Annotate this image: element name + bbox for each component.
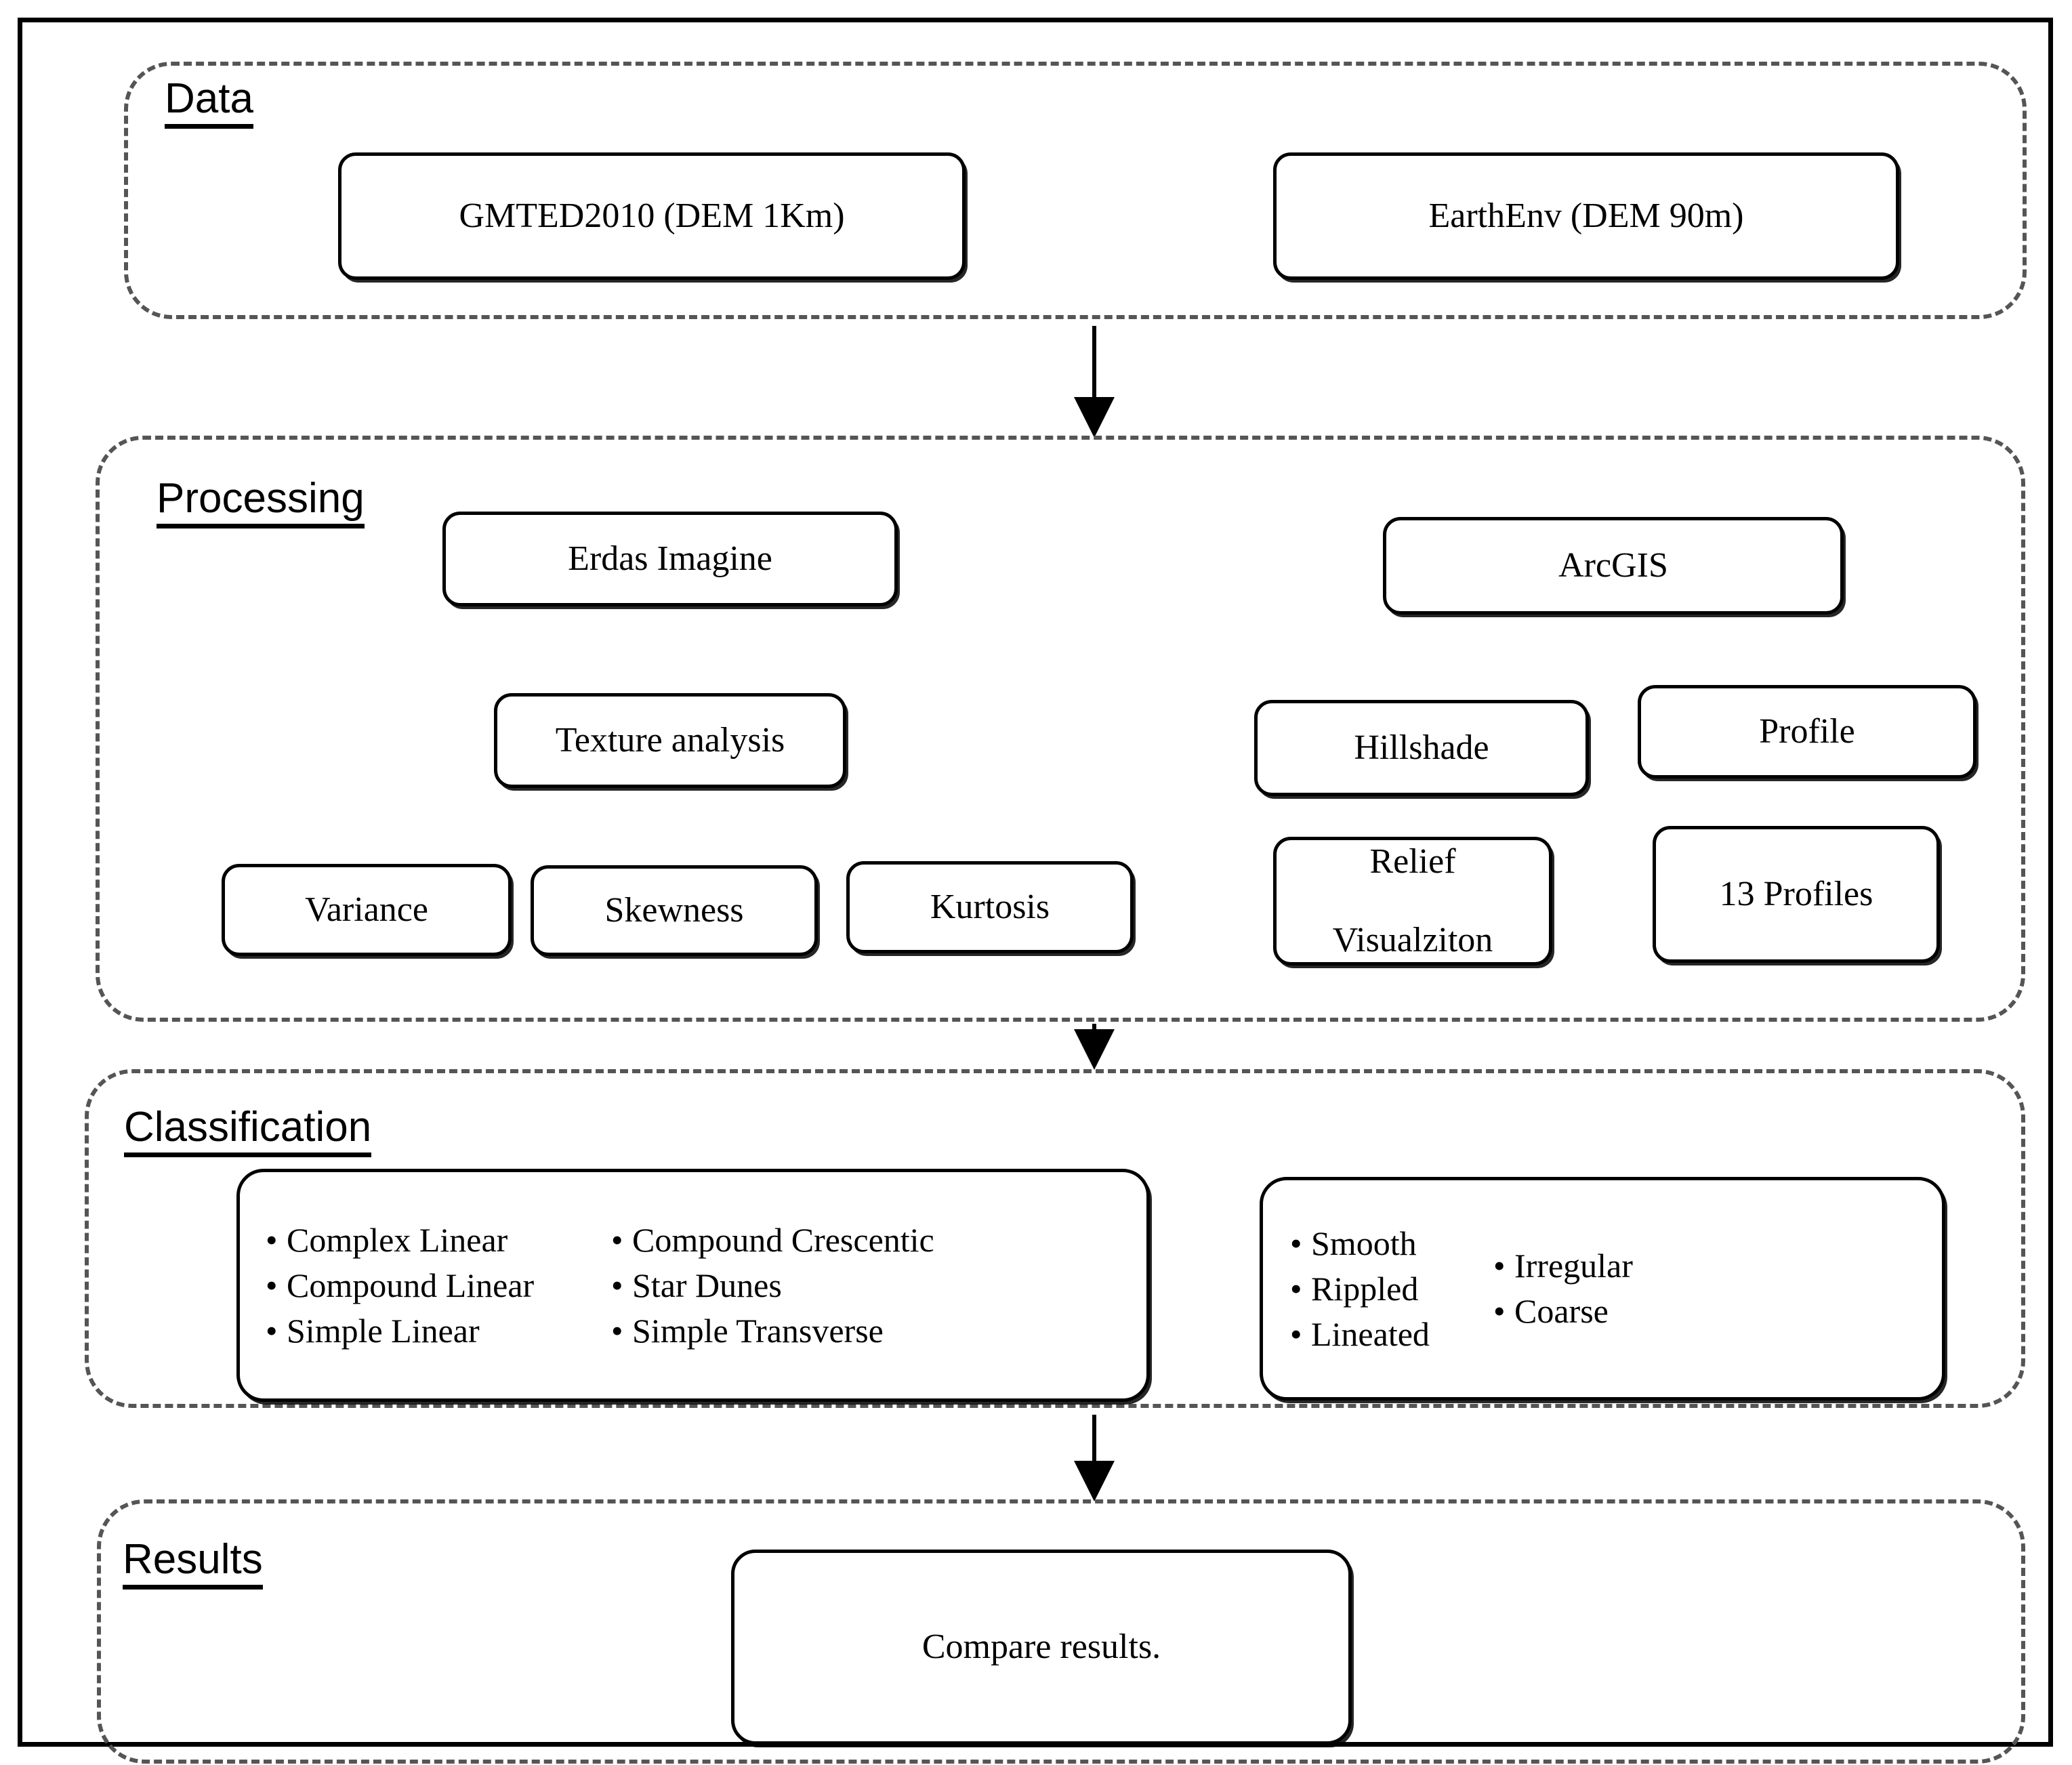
stage-title-data: Data [165, 78, 253, 129]
bullet-icon: • [266, 1266, 278, 1304]
node-texture-analysis-label: Texture analysis [555, 720, 785, 760]
list-item: • Star Dunes [611, 1263, 934, 1308]
bullet-icon: • [611, 1311, 623, 1350]
node-arcgis[interactable]: ArcGIS [1383, 517, 1844, 615]
arrow-shaft [1092, 1024, 1096, 1033]
node-skewness[interactable]: Skewness [531, 865, 818, 956]
surface-types-column-a: • Smooth • Rippled • Lineated [1290, 1221, 1493, 1357]
list-item: • Rippled [1290, 1266, 1493, 1312]
node-compare-results-label: Compare results. [921, 1627, 1161, 1666]
node-arcgis-label: ArcGIS [1558, 545, 1668, 585]
list-item-label: Compound Crescentic [632, 1220, 934, 1259]
node-profile[interactable]: Profile [1638, 685, 1976, 778]
stage-data [124, 62, 2027, 319]
list-item-label: Rippled [1311, 1269, 1419, 1308]
node-kurtosis-label: Kurtosis [930, 887, 1050, 926]
node-earthenv-label: EarthEnv (DEM 90m) [1428, 196, 1744, 235]
arrow-head [1074, 1029, 1115, 1070]
bullet-icon: • [611, 1220, 623, 1259]
list-item-label: Star Dunes [632, 1266, 782, 1304]
node-relief-visualization-label: Relief Visualziton [1333, 842, 1493, 961]
node-gmted2010[interactable]: GMTED2010 (DEM 1Km) [338, 152, 966, 280]
stage-processing [96, 436, 2025, 1022]
list-item: • Simple Linear [266, 1308, 611, 1354]
list-item-label: Coarse [1514, 1292, 1609, 1330]
node-variance[interactable]: Variance [222, 864, 512, 956]
list-item: • Lineated [1290, 1312, 1493, 1357]
bullet-icon: • [1493, 1292, 1506, 1330]
bullet-icon: • [1290, 1314, 1302, 1353]
node-13-profiles-label: 13 Profiles [1719, 874, 1873, 913]
surface-types-columns: • Smooth • Rippled • Lineated • Irregula… [1263, 1180, 1942, 1397]
arrow-shaft [1092, 1415, 1096, 1463]
node-relief-visualization[interactable]: Relief Visualziton [1273, 837, 1552, 965]
node-texture-analysis[interactable]: Texture analysis [494, 693, 846, 788]
list-item: • Simple Transverse [611, 1308, 934, 1354]
list-item: • Compound Linear [266, 1263, 611, 1308]
list-item-label: Compound Linear [287, 1266, 535, 1304]
node-hillshade-label: Hillshade [1354, 728, 1489, 767]
node-variance-label: Variance [305, 890, 428, 929]
bullet-icon: • [266, 1220, 278, 1259]
arrow-head [1074, 1461, 1115, 1501]
node-hillshade[interactable]: Hillshade [1254, 700, 1589, 796]
node-erdas-imagine[interactable]: Erdas Imagine [442, 512, 898, 606]
stage-classification [85, 1069, 2025, 1408]
node-earthenv[interactable]: EarthEnv (DEM 90m) [1273, 152, 1899, 280]
dune-types-column-a: • Complex Linear • Compound Linear • Sim… [266, 1218, 611, 1354]
node-relief-visualization-line2: Visualziton [1332, 921, 1493, 960]
bullet-icon: • [1290, 1224, 1302, 1262]
surface-types-column-b: • Irregular • Coarse [1493, 1243, 1633, 1334]
list-item-label: Simple Transverse [632, 1311, 884, 1350]
bullet-icon: • [1290, 1269, 1302, 1308]
node-profile-label: Profile [1759, 711, 1855, 751]
arrow-shaft [1092, 326, 1096, 399]
node-skewness-label: Skewness [604, 890, 744, 930]
node-compare-results[interactable]: Compare results. [731, 1550, 1352, 1745]
list-item-label: Smooth [1311, 1224, 1417, 1262]
list-item-label: Complex Linear [287, 1220, 508, 1259]
node-erdas-imagine-label: Erdas Imagine [568, 539, 772, 578]
stage-title-classification: Classification [124, 1106, 372, 1157]
node-13-profiles[interactable]: 13 Profiles [1653, 826, 1940, 963]
list-item-label: Irregular [1514, 1247, 1633, 1285]
list-item-label: Simple Linear [287, 1311, 480, 1350]
node-dune-types[interactable]: • Complex Linear • Compound Linear • Sim… [236, 1169, 1150, 1402]
node-kurtosis[interactable]: Kurtosis [846, 861, 1134, 953]
bullet-icon: • [1493, 1247, 1506, 1285]
node-gmted2010-label: GMTED2010 (DEM 1Km) [459, 196, 845, 235]
list-item-label: Lineated [1311, 1314, 1430, 1353]
list-item: • Irregular [1493, 1243, 1633, 1289]
node-relief-visualization-line1: Relief [1369, 842, 1456, 881]
arrow-head [1074, 397, 1115, 438]
stage-title-processing: Processing [157, 478, 365, 528]
node-surface-types[interactable]: • Smooth • Rippled • Lineated • Irregula… [1260, 1177, 1945, 1400]
stage-results [97, 1499, 2025, 1764]
list-item: • Coarse [1493, 1289, 1633, 1334]
list-item: • Compound Crescentic [611, 1218, 934, 1263]
list-item: • Complex Linear [266, 1218, 611, 1263]
bullet-icon: • [611, 1266, 623, 1304]
figure-outer-frame: Data GMTED2010 (DEM 1Km) EarthEnv (DEM 9… [18, 18, 2053, 1764]
list-item: • Smooth [1290, 1221, 1493, 1266]
stage-title-results: Results [123, 1539, 263, 1590]
dune-types-columns: • Complex Linear • Compound Linear • Sim… [240, 1172, 1146, 1398]
bullet-icon: • [266, 1311, 278, 1350]
dune-types-column-b: • Compound Crescentic • Star Dunes • Sim… [611, 1218, 934, 1354]
